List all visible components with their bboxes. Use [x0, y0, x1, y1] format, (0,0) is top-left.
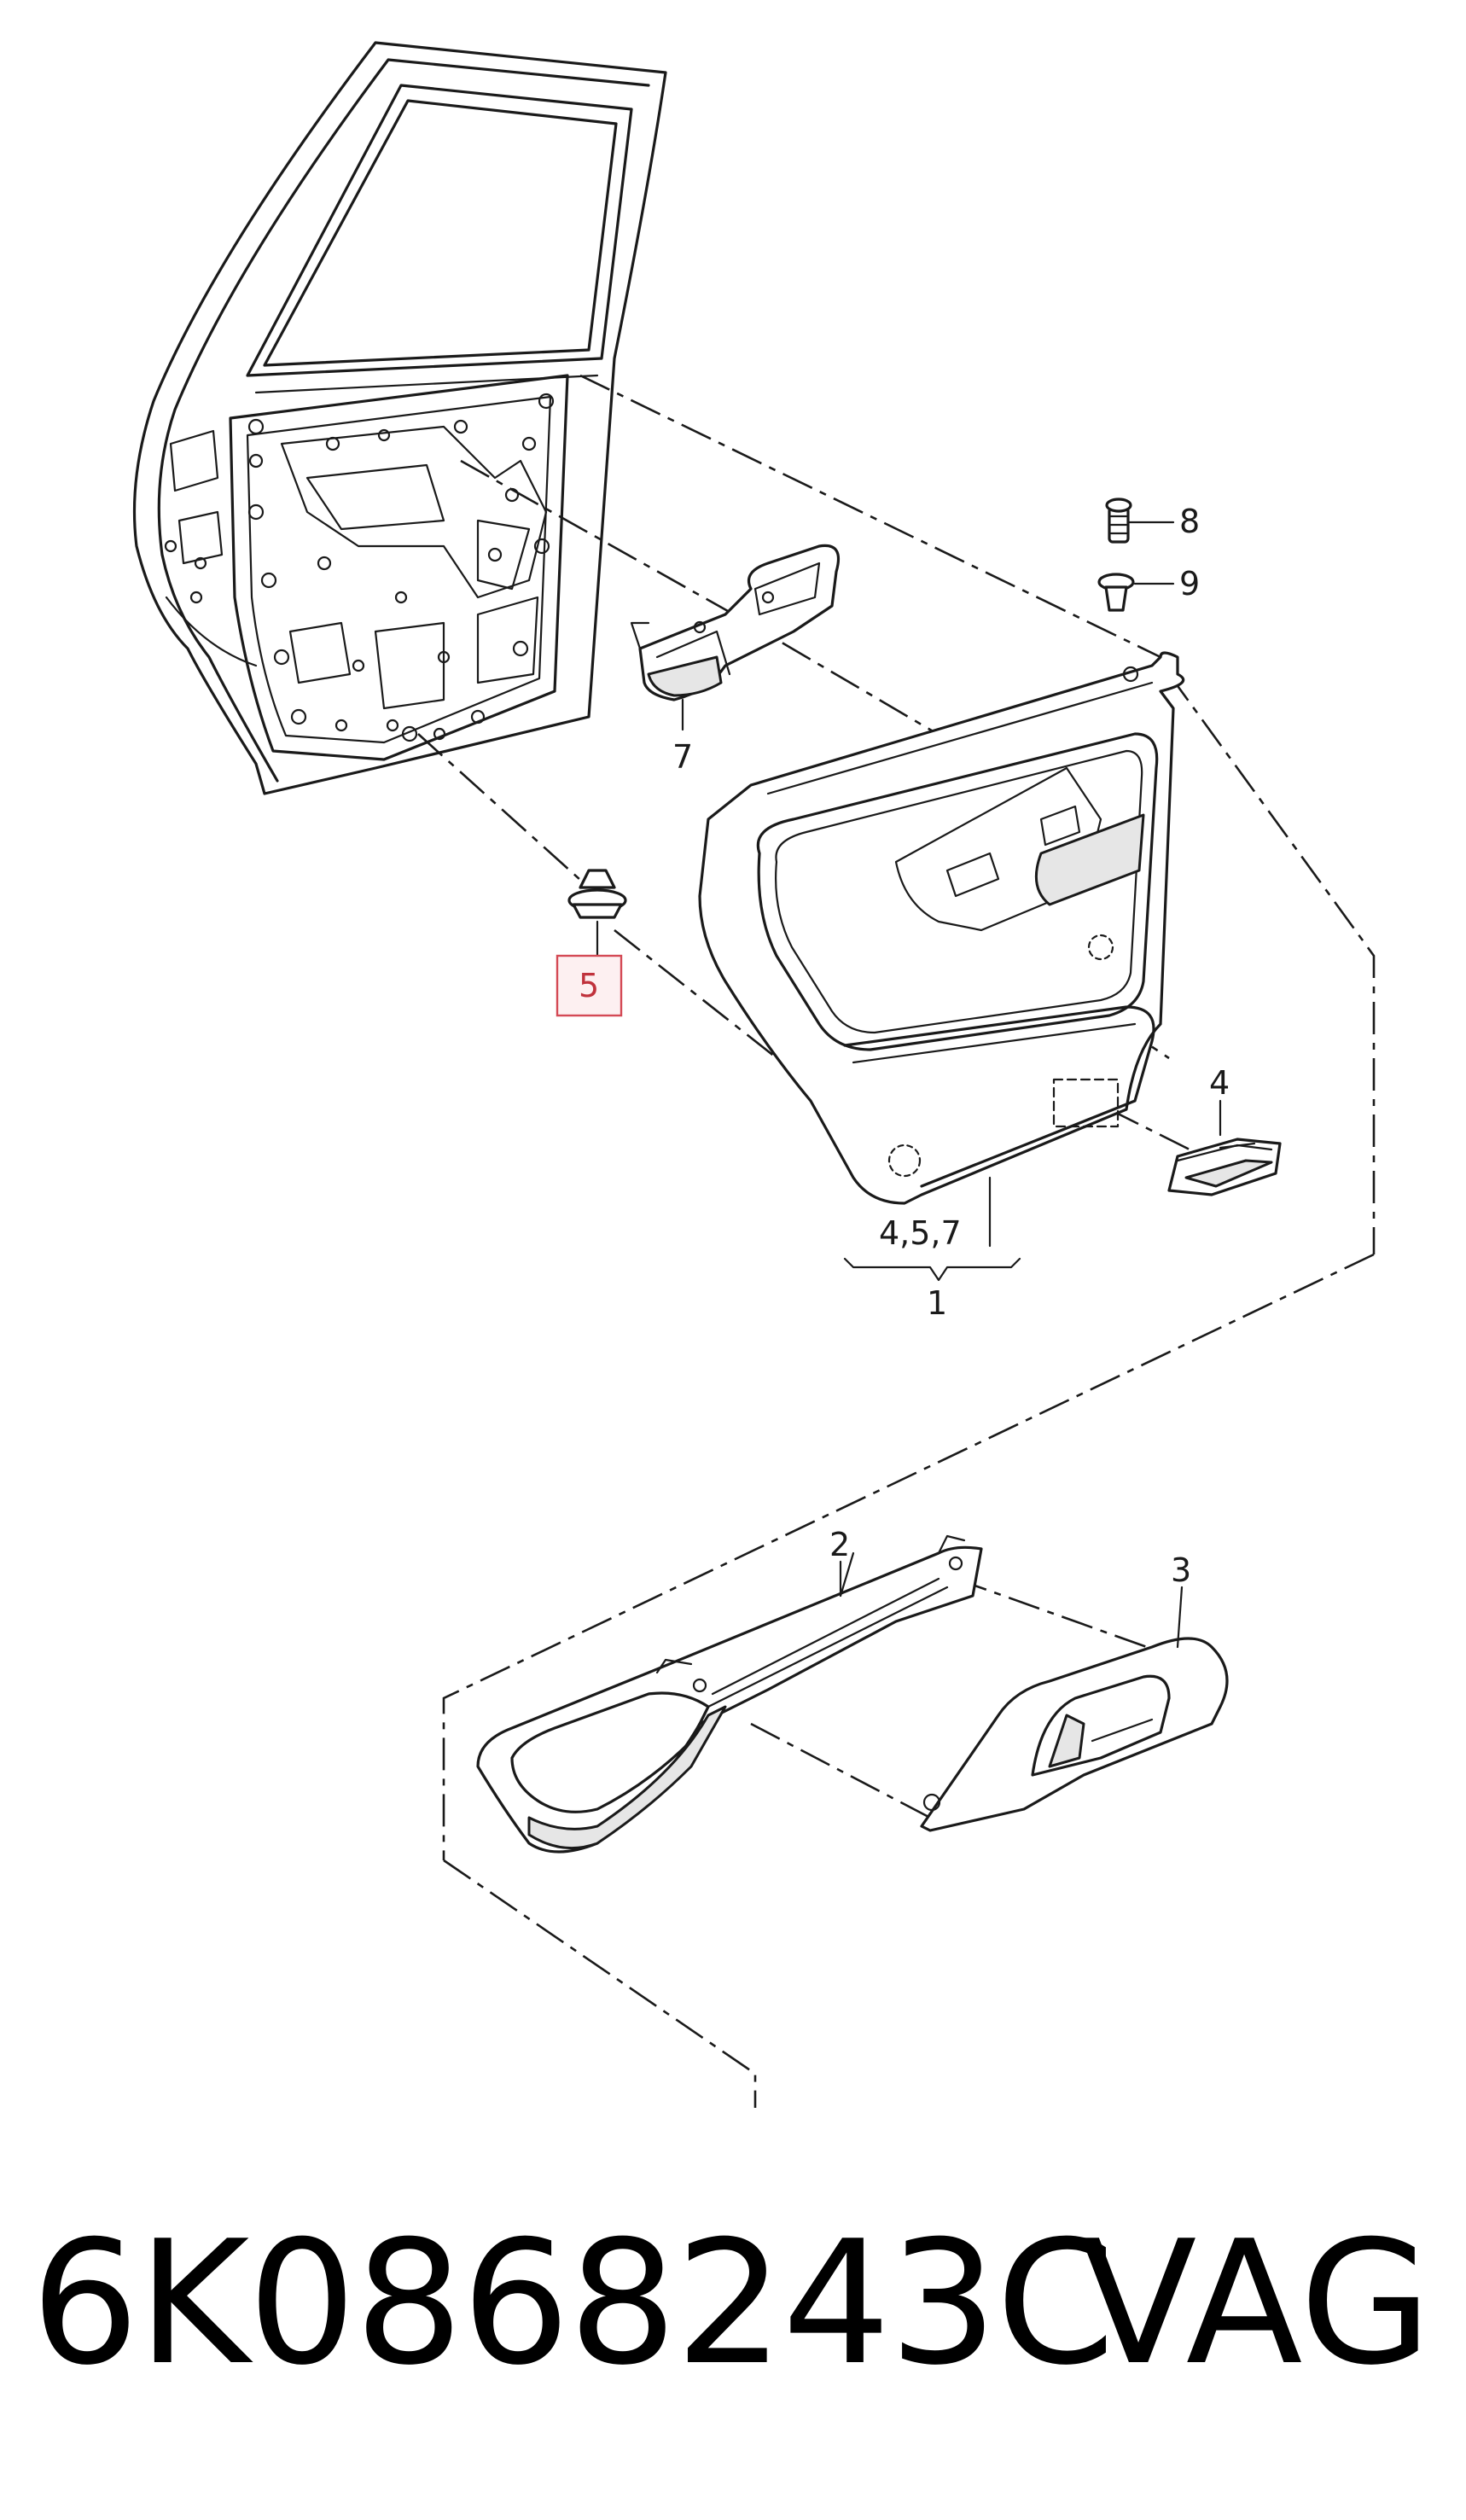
- part-2-trim-strip: [476, 1534, 983, 1854]
- label-part-9: 9: [1179, 565, 1200, 602]
- label-parts-4-5-7: 4,5,7: [879, 1214, 962, 1252]
- brand-name: VAG: [1079, 2204, 1432, 2403]
- part-number: 6K0868243C: [31, 2204, 1115, 2403]
- part-9-clip: [1097, 573, 1175, 612]
- label-part-8: 8: [1179, 503, 1200, 540]
- door-trim-panel: [698, 651, 1185, 1205]
- part-7-handle-bracket: [630, 544, 841, 701]
- label-part-5: 5: [579, 967, 599, 1004]
- part-5-trim-clip: [556, 869, 627, 1017]
- label-part-7: 7: [672, 738, 693, 776]
- part-4-switch: [1167, 1099, 1282, 1196]
- door-shell: [132, 41, 667, 795]
- label-part-1: 1: [927, 1284, 947, 1322]
- part-3-handle-cover: [920, 1586, 1229, 1832]
- leader-lines: [417, 374, 1376, 2108]
- label-part-2: 2: [829, 1526, 850, 1563]
- part-8-screw: [1105, 498, 1175, 544]
- label-part-3: 3: [1171, 1551, 1191, 1589]
- label-leaders: [681, 698, 1021, 1598]
- label-part-4: 4: [1209, 1064, 1230, 1102]
- highlight-box-part-5: [556, 954, 623, 1017]
